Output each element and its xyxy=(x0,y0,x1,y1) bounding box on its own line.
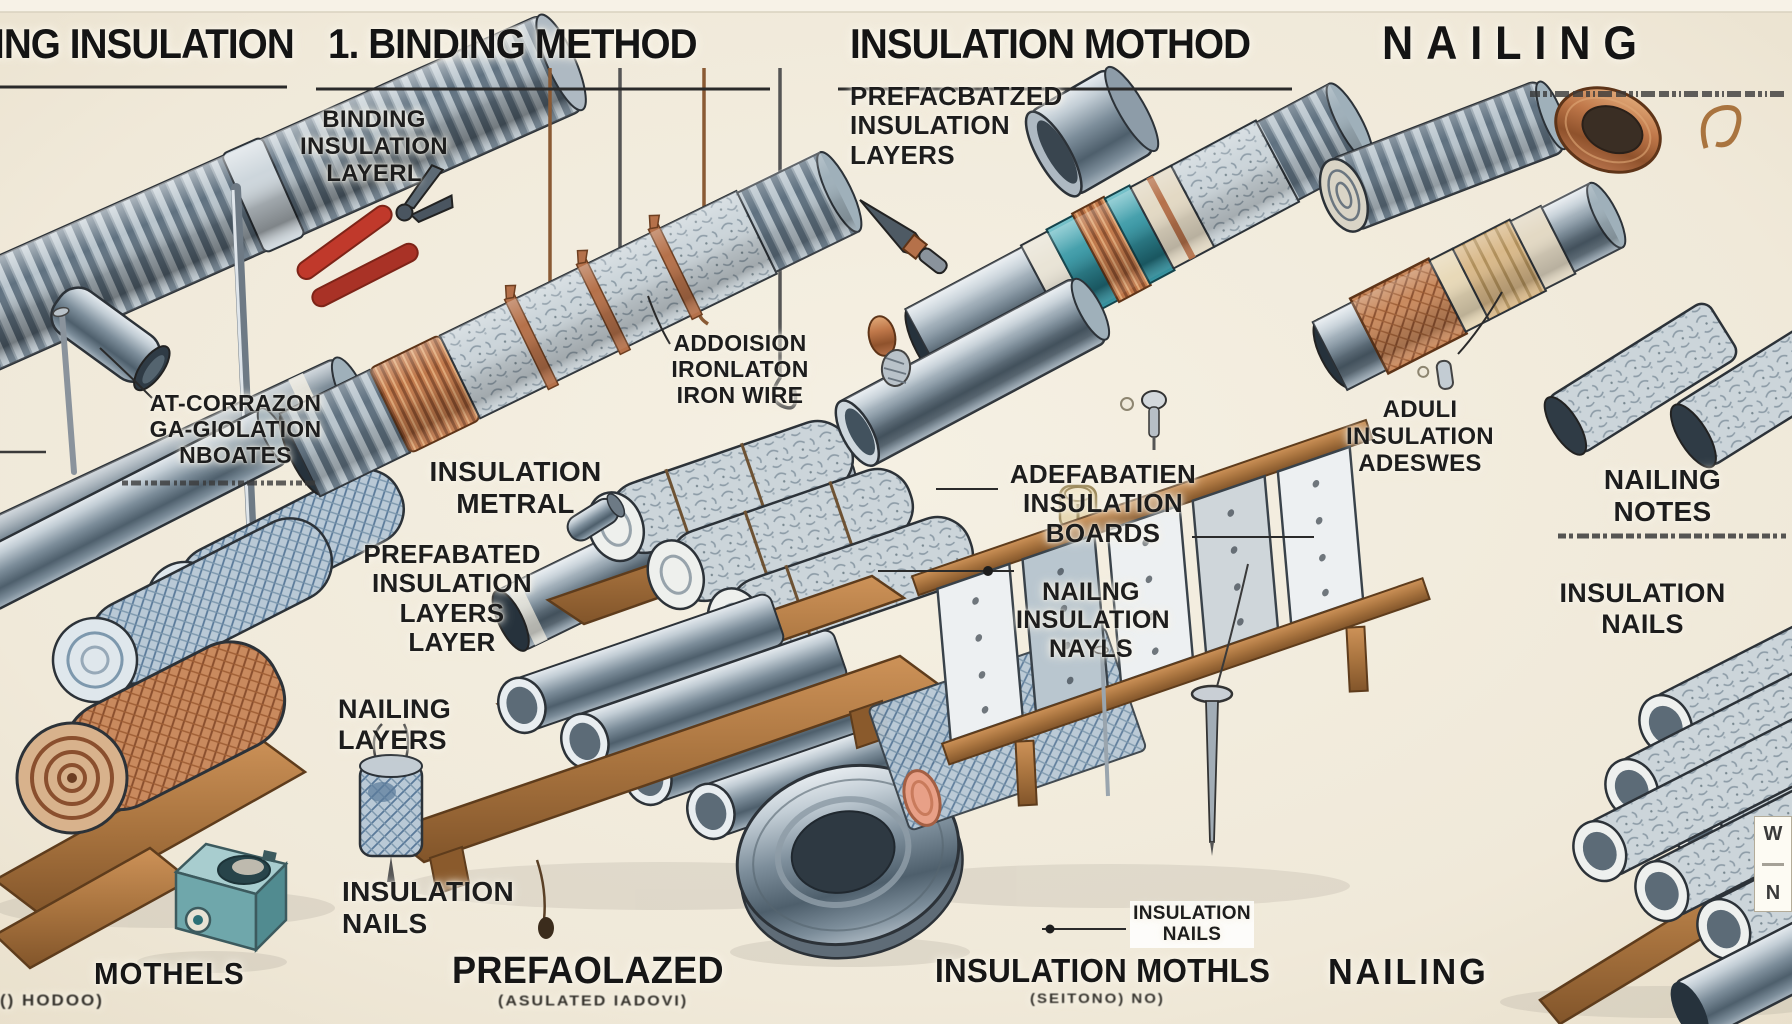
label-insulation-nails-p4: INSULATION NAILS xyxy=(1559,578,1726,639)
mesh-wrapped-pipe xyxy=(1311,181,1627,392)
leader-lines xyxy=(99,291,1503,934)
label-prefab-top: PREFACBATZED INSULATION LAYERS xyxy=(850,81,1063,170)
panel3-footer-scribble: (SEITONO) NO) xyxy=(1030,991,1165,1007)
small-nail xyxy=(52,306,77,475)
pipe-segment xyxy=(50,286,171,392)
large-nail xyxy=(1190,563,1249,856)
corrugated-pipe xyxy=(0,13,587,376)
panel2-footer-scribble: (ASULATED IADOVI) xyxy=(498,994,689,1010)
label-nailing-notes: NAILING NOTES xyxy=(1603,464,1722,527)
copper-pebbles xyxy=(867,315,912,387)
copper-mesh-roll xyxy=(15,640,287,835)
metal-tube xyxy=(497,593,785,735)
salmon-button xyxy=(902,769,942,827)
panel1-footer: MOTHELS xyxy=(94,956,245,991)
scribble-lines xyxy=(0,91,1788,539)
metal-tube xyxy=(560,629,848,771)
thin-nail xyxy=(1093,645,1110,797)
edge-label-top: W xyxy=(1763,823,1783,845)
metal-rod xyxy=(231,183,259,593)
panel2-footer: PREFAOLAZED xyxy=(452,950,724,992)
edge-label-scribble xyxy=(1761,862,1785,866)
bound-insulated-pipe xyxy=(278,150,863,498)
insulation-roll xyxy=(646,467,915,611)
label-corrosion: AT-CORRAZON GA-GIOLATION NBOATES xyxy=(149,390,322,468)
top-strip xyxy=(0,0,1792,12)
label-nailing-layers: NAILING LAYERS xyxy=(338,694,452,755)
insulation-board-rack xyxy=(910,418,1431,807)
label-insulation-metral: INSULATION METRAL xyxy=(429,456,602,519)
small-cylinder xyxy=(566,493,626,542)
edge-label-bottom: N xyxy=(1765,882,1781,904)
label-insulation-nails-small: INSULATION NAILS xyxy=(1130,901,1254,948)
bound-insulation-stack xyxy=(383,419,975,939)
teal-box xyxy=(173,842,289,954)
panel3-illustrations xyxy=(834,65,1431,856)
small-pin xyxy=(1120,390,1167,450)
insulation-roll-sled xyxy=(0,407,405,970)
crackle-pipe xyxy=(1669,320,1792,469)
panel1-title: ING INSULATION xyxy=(0,20,295,67)
panel2-illustrations xyxy=(278,68,975,960)
crackle-pipe xyxy=(1543,302,1738,456)
clip-pin xyxy=(1417,359,1454,390)
bare-steel-pipe xyxy=(834,277,1111,467)
label-binding-layer: BINDING INSULATION LAYERL xyxy=(300,106,448,188)
panel4-footer: NAILING xyxy=(1328,951,1489,992)
cutter-tool xyxy=(859,199,948,275)
panel3-title: INSULATION MOTHOD xyxy=(850,20,1251,67)
pliers xyxy=(296,164,454,308)
pipe-collar xyxy=(1024,65,1160,198)
panel2-title: 1. BINDING METHOD xyxy=(328,20,698,67)
panel4-title: NAILING xyxy=(1382,16,1650,69)
rolled-corrugated-pipe xyxy=(1318,80,1569,233)
blue-mesh-roll xyxy=(51,517,334,704)
copper-ring xyxy=(1554,86,1662,174)
edge-label-chip: W N xyxy=(1754,816,1792,912)
label-adhesives: ADULI INSULATION ADESWES xyxy=(1346,396,1494,478)
panel3-footer: INSULATION MOTHLS xyxy=(935,952,1271,989)
title-rules xyxy=(0,85,1292,91)
label-boards: ADEFABATIEN INSULATION BOARDS xyxy=(1009,459,1197,548)
label-prefab-layers: PREFABATED INSULATION LAYERS LAYER xyxy=(363,539,541,658)
panel1-illustrations xyxy=(0,13,587,970)
label-insulation-nails-p2: INSULATION NAILS xyxy=(342,876,515,939)
copper-hook xyxy=(1700,105,1742,149)
label-nailing-nayls: NAILNG INSULATION NAYLS xyxy=(1016,578,1170,663)
panel1-footer-scribble: () HODOO) xyxy=(0,992,104,1010)
insulation-nail-drawing xyxy=(358,723,424,882)
label-iron-wire: ADDOISION IRONLATON IRON WIRE xyxy=(671,330,809,408)
